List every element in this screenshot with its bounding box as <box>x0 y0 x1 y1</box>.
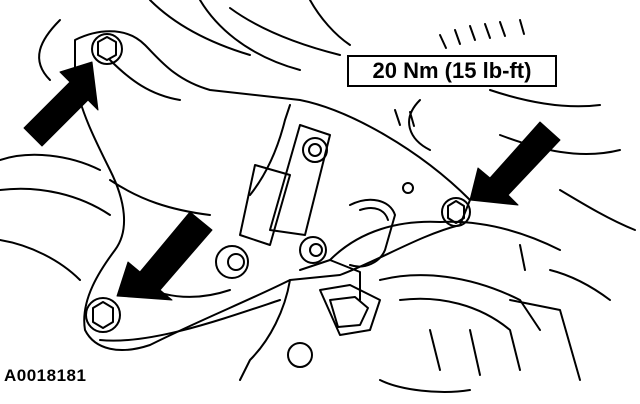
bracket-holes <box>215 137 414 368</box>
arrow-top-left-bolt <box>23 61 99 147</box>
torque-spec-label: 20 Nm (15 lb-ft) <box>347 55 557 87</box>
bolt-top-left <box>91 33 123 65</box>
background-contours <box>0 0 636 281</box>
arrow-right-bolt <box>469 121 561 206</box>
figure-id-label: A0018181 <box>4 366 87 385</box>
mount-insulator <box>239 198 611 393</box>
arrow-bottom-left-bolt <box>116 211 213 301</box>
bolt-right <box>441 197 471 227</box>
bolt-bottom-left <box>85 297 121 333</box>
